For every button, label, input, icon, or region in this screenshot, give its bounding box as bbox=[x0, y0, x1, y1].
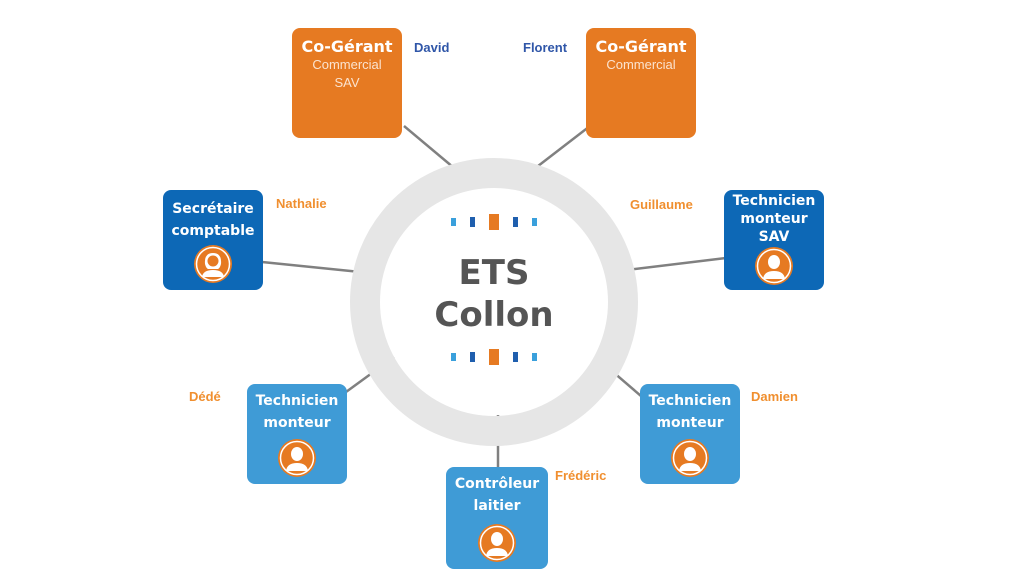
role-title: Technicien monteur bbox=[255, 393, 339, 431]
person-name-nathalie: Nathalie bbox=[276, 196, 327, 211]
woman-avatar-icon bbox=[194, 245, 232, 283]
role-title: Technicien monteur SAV bbox=[732, 193, 816, 245]
role-box-controleur-laitier: Contrôleur laitier bbox=[446, 467, 548, 569]
decorative-squares-top bbox=[444, 213, 544, 231]
role-subtitle: Commercial SAV bbox=[312, 57, 382, 90]
person-name-florent: Florent bbox=[523, 40, 568, 55]
company-name-line2: Collon bbox=[434, 295, 554, 335]
role-subtitle: Commercial bbox=[606, 57, 676, 72]
person-name-david: David bbox=[414, 40, 450, 55]
role-title: Secrétaire comptable bbox=[171, 201, 255, 239]
man-avatar-icon bbox=[278, 439, 316, 477]
man-avatar-icon bbox=[478, 524, 516, 562]
role-title: Co-Gérant bbox=[595, 37, 687, 56]
decorative-squares-bottom bbox=[444, 348, 544, 366]
man-avatar-icon bbox=[671, 439, 709, 477]
role-box-technicien-dede: Technicien monteur bbox=[247, 384, 347, 484]
role-title: Technicien monteur bbox=[648, 393, 732, 431]
role-box-technicien-damien: Technicien monteur bbox=[640, 384, 740, 484]
person-name-guillaume: Guillaume bbox=[630, 197, 693, 212]
role-box-co-gerant-david: Co-Gérant Commercial SAV bbox=[292, 28, 402, 138]
person-name-damien: Damien bbox=[751, 389, 798, 404]
role-title: Co-Gérant bbox=[301, 37, 393, 56]
role-box-co-gerant-florent: Co-Gérant Commercial bbox=[586, 28, 696, 138]
role-box-technicien-sav: Technicien monteur SAV bbox=[724, 190, 824, 290]
company-name: ETS Collon bbox=[420, 252, 568, 336]
company-name-line1: ETS bbox=[458, 253, 530, 293]
person-name-dede: Dédé bbox=[189, 389, 221, 404]
role-box-secretaire: Secrétaire comptable bbox=[163, 190, 263, 290]
man-avatar-icon bbox=[755, 247, 793, 285]
person-name-frederic: Frédéric bbox=[555, 468, 607, 483]
role-title: Contrôleur laitier bbox=[454, 476, 540, 514]
